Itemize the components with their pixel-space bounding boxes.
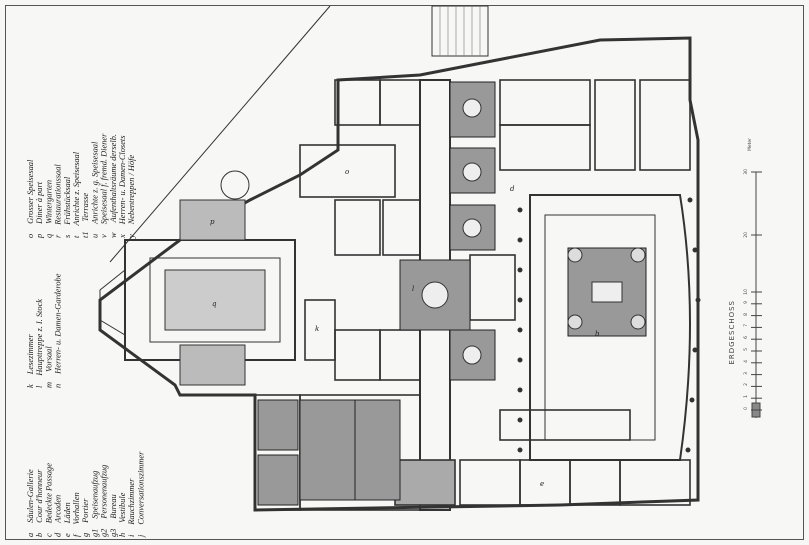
cour-d-honneur <box>529 194 691 461</box>
plan-label-garden: q <box>212 300 217 308</box>
scale-tick-label: 3 <box>744 371 749 375</box>
plan-label-pavilion: p <box>210 218 215 226</box>
scale-tick-label: 4 <box>744 359 749 363</box>
pavilion-top <box>179 199 246 241</box>
wintergarten-center <box>164 269 266 331</box>
plan-label-stair: l <box>412 285 415 293</box>
scale-tick-label: 9 <box>744 300 749 304</box>
scale-tick-label: 5 <box>744 348 749 351</box>
entrance-stairs <box>431 5 489 57</box>
plan-label-court: b <box>595 330 600 338</box>
plan-label-reading: k <box>315 325 320 333</box>
spiral-stair <box>220 170 250 200</box>
scale-tick-label: 10 <box>744 289 749 295</box>
scale-tick-label: 2 <box>744 383 749 387</box>
scale-tick-label: 0 <box>744 407 749 410</box>
site-boundary-line <box>109 5 331 263</box>
apse <box>99 268 126 336</box>
pavilion-bottom <box>179 344 246 386</box>
wintergarten-inner <box>149 257 281 343</box>
plan-label-arcade: d <box>510 185 515 193</box>
plan-label-shop: e <box>540 480 545 488</box>
scale-unit: Meter <box>748 138 753 152</box>
decorated-halls <box>257 81 496 506</box>
page-frame <box>5 5 804 540</box>
scale-tick-label: 20 <box>744 232 749 238</box>
scale-tick-label: 8 <box>744 312 749 316</box>
scale-tick-label: 30 <box>744 169 749 175</box>
scale-title: ERDGESCHOSS <box>728 300 736 365</box>
plan-label-dining: o <box>345 168 350 176</box>
scale-tick-label: 7 <box>744 324 749 328</box>
scale-tick-label: 1 <box>744 395 749 399</box>
scale-tick-label: 6 <box>744 336 749 340</box>
